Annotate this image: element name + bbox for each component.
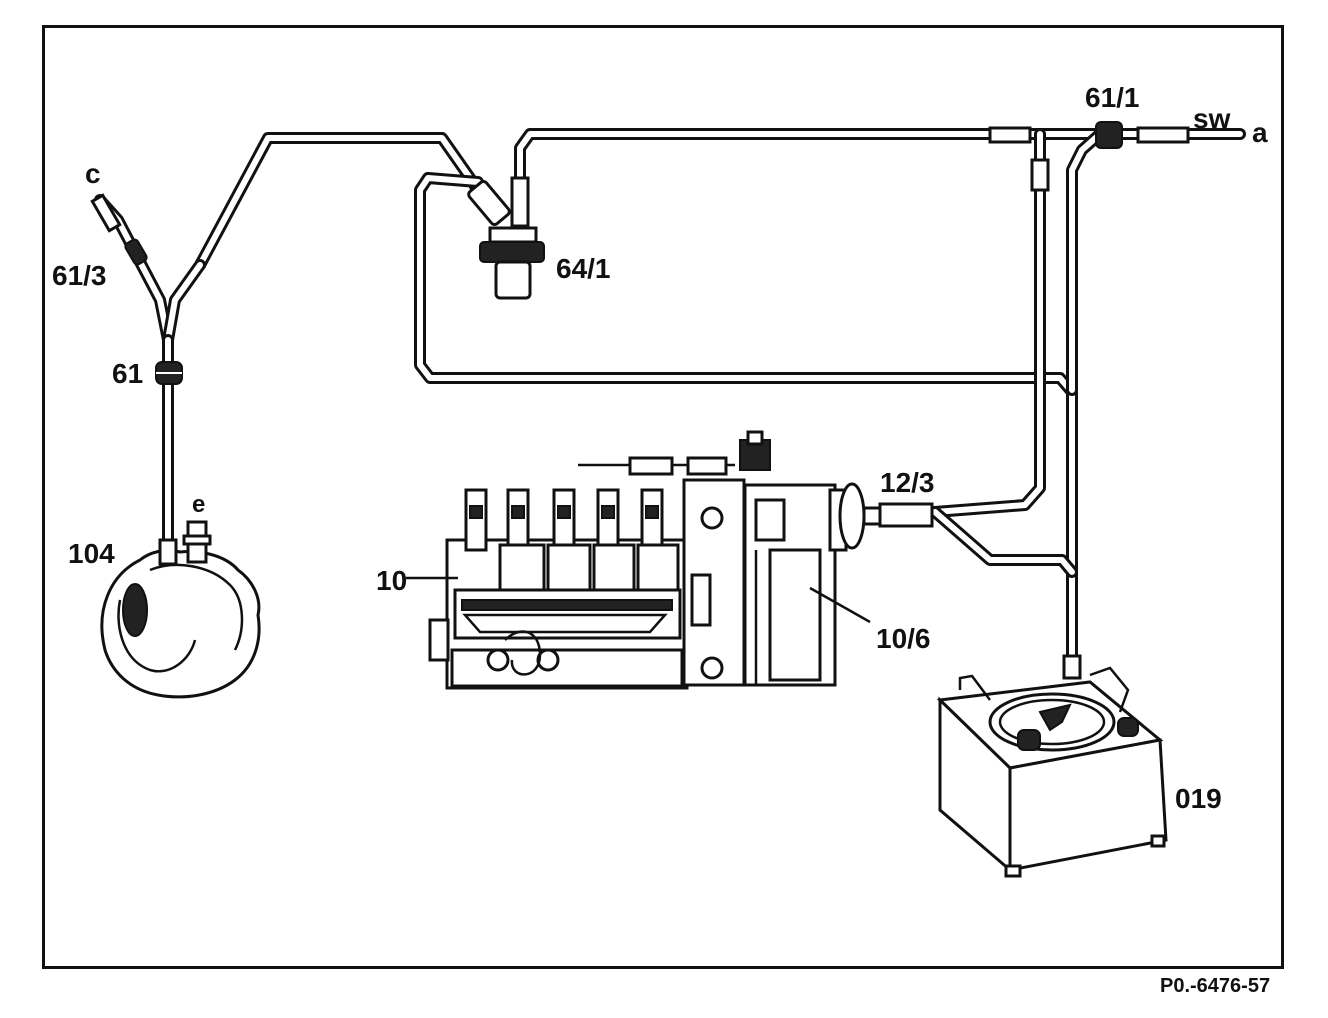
- label-64-1: 64/1: [556, 253, 611, 284]
- c-end-fitting: [90, 193, 122, 233]
- pump-elements: [464, 488, 680, 592]
- label-61-1: 61/1: [1085, 82, 1140, 113]
- tee-61-1: [988, 121, 1190, 192]
- label-10-6: 10/6: [876, 623, 931, 654]
- label-104: 104: [68, 538, 115, 569]
- diagram-frame: [42, 25, 1284, 969]
- leader-10-6: [809, 586, 871, 624]
- label-sw: sw: [1193, 103, 1231, 134]
- vacuum-pump-104: [100, 520, 261, 699]
- figure-reference: P0.-6476-57: [1160, 975, 1271, 997]
- label-c: c: [85, 158, 101, 189]
- label-61: 61: [112, 358, 143, 389]
- connector-61-3: [124, 238, 148, 266]
- label-a: a: [1252, 117, 1268, 148]
- label-12-3: 12/3: [880, 467, 935, 498]
- switchover-valve-64-1: [467, 176, 545, 300]
- label-019: 019: [1175, 783, 1222, 814]
- label-e: e: [192, 491, 205, 518]
- label-10: 10: [376, 565, 407, 596]
- connector-61: [155, 361, 183, 385]
- label-61-3: 61/3: [52, 260, 107, 291]
- injection-pump-10: [428, 430, 934, 690]
- vacuum-tester-019: [936, 654, 1168, 878]
